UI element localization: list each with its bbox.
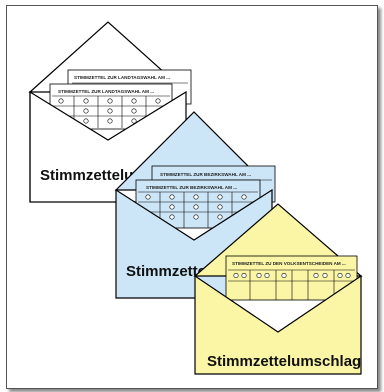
ballot-blue-front-title: STIMMZETTEL ZUR BEZIRKSWAHL AM ... (146, 185, 237, 190)
envelope-yellow: STIMMZETTEL ZU DEN VOLKSENTSCHEIDEN AM .… (193, 203, 363, 375)
ballot-white-front-title: STIMMZETTEL ZUR LANDTAGSWAHL AM ... (58, 89, 154, 94)
envelope-yellow-body (194, 274, 362, 375)
ballot-yellow: STIMMZETTEL ZU DEN VOLKSENTSCHEIDEN AM .… (225, 255, 358, 301)
ballot-white-circles (58, 98, 161, 124)
ballot-yellow-title: STIMMZETTEL ZU DEN VOLKSENTSCHEIDEN AM .… (232, 261, 346, 266)
ballot-white-back-title: STIMMZETTEL ZUR LANDTAGSWAHL AM ... (74, 75, 170, 80)
ballot-blue-circles (145, 194, 247, 220)
ballot-yellow-circles (233, 272, 351, 278)
ballot-blue-back-title: STIMMZETTEL ZUR BEZIRKSWAHL AM ... (160, 172, 251, 177)
ballot-yellow-grid (228, 269, 355, 300)
envelope-yellow-label: Stimmzettelumschlag (207, 353, 361, 370)
